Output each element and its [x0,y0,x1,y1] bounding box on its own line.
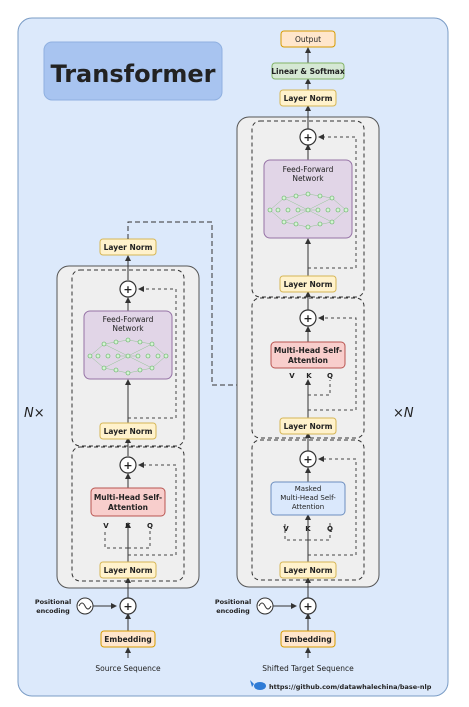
add-circle-icon: + [299,309,317,327]
encoder-multiplier: N× [24,406,45,421]
decoder-multiplier: ×N [393,406,414,421]
svg-text:+: + [303,312,312,325]
decoder-embedding-label: Embedding [284,635,331,644]
add-circle-icon: + [119,456,137,474]
decoder-layer-norm-2 [279,417,337,435]
page-title: Transformer [50,60,215,88]
decoder-residual-lines [284,134,357,556]
svg-text:+: + [303,131,312,144]
encoder-ffn-box [83,310,173,380]
decoder-cross-q-label: Q [327,372,333,380]
add-circle-icon: + [119,280,137,298]
encoder-layer-norm-1-label: Layer Norm [104,566,153,575]
encoder-q-label: Q [147,522,153,530]
encoder-ffn-label-2: Network [112,324,144,333]
encoder-output-layer-norm-label: Layer Norm [104,243,153,252]
decoder-layer-norm-3-label: Layer Norm [284,280,333,289]
encoder-layer-norm-2-label: Layer Norm [104,427,153,436]
linear-softmax-box [271,62,345,80]
decoder-cross-attention-sublayer [251,297,365,439]
decoder-flow-lines [273,47,311,658]
add-circle-icon: + [299,128,317,146]
encoder-attention-label-1: Multi-Head Self- [94,493,162,502]
encoder-ffn-label-1: Feed-Forward [103,315,154,324]
add-circle-icon: + [119,597,137,615]
decoder-input-caption: Shifted Target Sequence [262,664,354,673]
encoder-attention-sublayer [71,446,185,582]
encoder-positional-label-1: Positional [35,598,71,606]
encoder-positional-label-2: encoding [36,607,70,615]
positional-encoding-wave-icon [256,597,274,615]
encoder-neural-network-icon [87,337,169,376]
decoder-positional-label-1: Positional [215,598,251,606]
svg-text:+: + [303,600,312,613]
github-whale-icon [250,680,266,690]
svg-text:+: + [123,283,132,296]
decoder-layer-norm-1-label: Layer Norm [284,566,333,575]
svg-text:+: + [303,453,312,466]
output-box [280,30,336,48]
decoder-cross-v-label: V [289,372,295,380]
title-box [43,41,223,101]
footer-link[interactable]: https://github.com/datawhalechina/base-n… [269,683,432,691]
head-layer-norm-label: Layer Norm [284,94,333,103]
encoder-embedding-box [100,630,156,648]
encoder-input-caption: Source Sequence [95,664,161,673]
decoder-embedding-box [280,630,336,648]
decoder-masked-attention-sublayer [251,439,365,581]
positional-encoding-wave-icon [76,597,94,615]
encoder-layer-norm-1 [99,561,157,579]
decoder-layer-norm-2-label: Layer Norm [284,422,333,431]
decoder-cross-k-label: K [306,372,312,380]
decoder-cross-attention-label-2: Attention [288,356,328,365]
encoder-embedding-label: Embedding [104,635,151,644]
head-layer-norm [279,89,337,107]
output-label: Output [295,35,321,44]
decoder-cross-attention-box [270,341,346,369]
decoder-ffn-box [263,159,353,239]
decoder-masked-attention-box [270,481,346,516]
decoder-ffn-label-2: Network [292,174,324,183]
encoder-ffn-sublayer [71,269,185,447]
encoder-v-label: V [103,522,109,530]
decoder-masked-attention-label-1: Masked [295,485,322,493]
encoder-layer-norm-2 [99,422,157,440]
decoder-masked-attention-label-3: Attention [292,503,324,511]
encoder-residual-lines [104,286,177,556]
decoder-layer-norm-1 [279,561,337,579]
decoder-masked-attention-label-2: Multi-Head Self- [280,494,336,502]
decoder-ffn-label-1: Feed-Forward [283,165,334,174]
decoder-masked-q-label: Q [327,525,333,533]
encoder-attention-box [90,487,166,517]
encoder-attention-label-2: Attention [108,503,148,512]
decoder-cross-attention-label-1: Multi-Head Self- [274,346,342,355]
decoder-neural-network-icon [267,191,349,230]
encoder-k-label: K [125,522,131,530]
svg-text:+: + [123,600,132,613]
decoder-masked-k-label: K [305,525,311,533]
decoder-layer-norm-3 [279,275,337,293]
decoder-positional-label-2: encoding [216,607,250,615]
linear-softmax-label: Linear & Softmax [271,67,345,76]
add-circle-icon: + [299,450,317,468]
add-circle-icon: + [299,597,317,615]
decoder-masked-v-label: V [283,525,289,533]
svg-text:+: + [123,459,132,472]
decoder-ffn-sublayer [251,120,365,298]
